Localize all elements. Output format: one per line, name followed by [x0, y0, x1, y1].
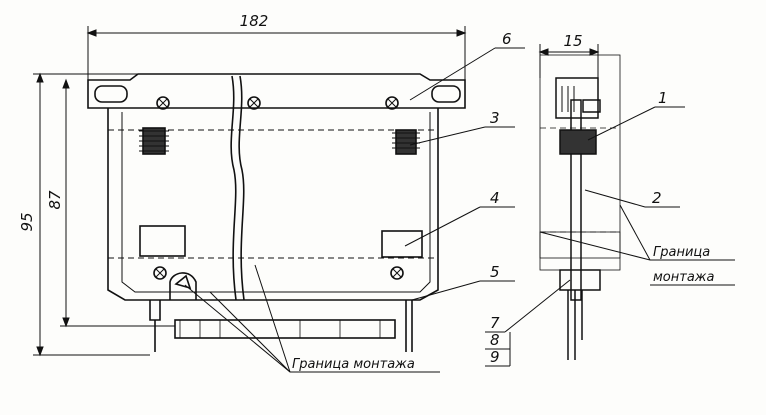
screw-1: [156, 96, 170, 110]
callout-8: 8: [490, 331, 500, 349]
dim-15-arrows: [538, 48, 600, 56]
break-line-right: [238, 75, 245, 301]
dim-95-label: 95: [18, 212, 36, 231]
callout-7: 7: [490, 314, 500, 332]
callout-2: 2: [652, 189, 662, 207]
top-flange: [87, 73, 466, 109]
chip-left: [139, 127, 169, 155]
side-board: [570, 99, 582, 301]
pad-right-4: [381, 230, 423, 258]
leaders: [184, 47, 735, 373]
boundary-note-side-1: Граница: [653, 245, 710, 260]
screw-3: [385, 96, 399, 110]
left-slot: [94, 85, 128, 103]
main-body: [107, 108, 439, 301]
chip-right: [392, 129, 420, 155]
front-view: [87, 73, 466, 352]
dim-182-label: 182: [240, 12, 269, 30]
right-slot: [431, 85, 461, 103]
side-chip: [559, 129, 597, 155]
side-envelope: [539, 54, 621, 271]
connector-strip: [174, 319, 396, 339]
callout-1: 1: [658, 89, 668, 107]
boundary-note-side-2: монтажа: [653, 270, 715, 285]
side-screw-top: [582, 99, 601, 113]
bracket-slots: [561, 86, 575, 112]
bottom-hook: [169, 272, 197, 300]
side-bottom-block: [539, 231, 621, 259]
side-dimensions: [538, 44, 600, 78]
dim-95-arrows: [36, 72, 44, 357]
hook-mark: [174, 274, 192, 290]
side-view: [539, 54, 621, 360]
callout-9: 9: [490, 348, 500, 366]
pin-left-base: [149, 300, 161, 321]
connector-teeth: [179, 320, 381, 338]
screw-5: [390, 266, 404, 280]
front-dimensions: [33, 26, 467, 357]
side-bracket: [555, 77, 599, 119]
pad-left: [139, 225, 186, 257]
screw-4: [153, 266, 167, 280]
dim-15-label: 15: [563, 32, 582, 50]
callout-5: 5: [490, 263, 500, 281]
callout-4: 4: [490, 189, 500, 207]
boundary-note-front: Граница монтажа: [292, 357, 415, 372]
dim-182-arrows: [86, 29, 467, 37]
body-inner-edge: [121, 112, 431, 293]
side-screw-bottom: [559, 269, 601, 291]
callout-6: 6: [502, 30, 512, 48]
screw-2: [247, 96, 261, 110]
break-line-left: [230, 75, 237, 301]
callout-3: 3: [490, 109, 500, 127]
dim-87-arrows: [62, 78, 70, 328]
dim-87-label: 87: [46, 190, 64, 210]
